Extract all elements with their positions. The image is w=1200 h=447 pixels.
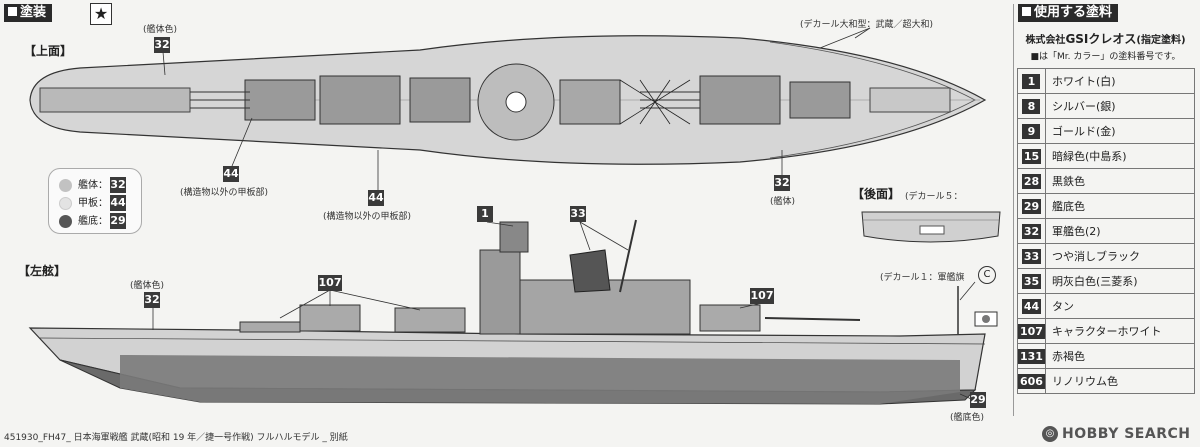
decal-circle-c: C [978,266,996,284]
top-hull-color-tag: 32 [154,37,170,53]
footer-text: 451930_FH47_ 日本海軍戦艦 武蔵(昭和 19 年／捷一号作戦) フル… [4,433,348,443]
paint-code: 131 [1018,348,1045,364]
star-icon: ★ [90,3,112,25]
paint-name: タン [1044,293,1196,319]
legend-row-hull: 艦体：32 [59,176,126,194]
panel-note: ■は「Mr. カラー」の塗料番号です。 [1030,52,1181,62]
top-hull-label-2: (艦体) [770,197,796,207]
top-deck-label-1: (構造物以外の甲板部) [180,188,269,198]
legend-dot [59,178,72,192]
paint-name: リノリウム色 [1044,368,1196,394]
side-bottom-color-label: (艦底色) [950,413,985,423]
legend-dot [59,196,72,210]
section-header: 塗装 [4,4,53,22]
side-view-ship [28,219,998,405]
ship-diagram [28,27,1001,405]
side-tag-107a: 107 [318,275,342,291]
top-deck-label-2: (構造物以外の甲板部) [323,212,412,222]
view-label-left: 【左舷】 [18,264,67,278]
view-label-rear: 【後面】 [852,187,901,201]
top-hull-color-label: (艦体色) [143,25,178,35]
paint-name: 赤褐色 [1044,343,1196,369]
paint-code: 606 [1018,373,1045,389]
paint-code: 33 [1021,248,1042,264]
top-hull-tag-2: 32 [774,175,790,191]
rear-decal-label: (デカール５： [905,192,963,202]
paint-name: 艦底色 [1044,193,1196,219]
side-tag-33: 33 [570,206,586,222]
hobby-search-logo-icon: ◎ [1042,426,1058,442]
watermark: HOBBY SEARCH [1062,426,1191,442]
paint-code: 32 [1021,223,1042,239]
view-label-top: 【上面】 [24,44,73,58]
paint-name: キャラクターホワイト [1044,318,1196,344]
paint-code: 9 [1022,123,1041,139]
paint-name: 軍艦色(2) [1044,218,1196,244]
legend-row-bottom: 艦底：29 [59,212,126,230]
paint-name: 明灰白色(三菱系) [1044,268,1196,294]
color-legend: 艦体：32 甲板：44 艦底：29 [48,168,142,234]
top-deck-tag-2: 44 [368,190,384,206]
side-tag-29: 29 [970,392,986,408]
side-hull-color-label: (艦体色) [130,281,165,291]
paint-name: 黒鉄色 [1044,168,1196,194]
top-decal-label: (デカール大和型：武蔵／超大和) [800,20,934,30]
paint-code: 15 [1021,148,1042,164]
paint-name: シルバー(銀) [1044,93,1196,119]
maker-line: 株式会社GSIクレオス(指定塗料) [1025,32,1186,46]
paint-code: 1 [1022,73,1041,89]
top-deck-tag-1: 44 [223,166,239,182]
top-view-ship [29,35,987,165]
side-hull-color-tag: 32 [144,292,160,308]
square-icon [8,7,17,16]
side-decal-label: (デカール１：軍艦旗 [880,273,965,283]
legend-row-deck: 甲板：44 [59,194,126,212]
paint-code: 107 [1018,323,1045,339]
paint-name: ゴールド(金) [1044,118,1196,144]
paint-code: 44 [1021,298,1042,314]
rear-view-ship [861,211,1001,243]
legend-dot [59,214,72,228]
paint-code: 35 [1021,273,1042,289]
paint-code: 29 [1021,198,1042,214]
paint-name: ホワイト(白) [1044,68,1196,94]
paint-code: 28 [1021,173,1042,189]
paint-name: 暗緑色(中島系) [1044,143,1196,169]
side-tag-1: 1 [477,206,493,222]
paint-panel: 使用する塗料 株式会社GSIクレオス(指定塗料) ■は「Mr. カラー」の塗料番… [1013,4,1197,416]
side-tag-107b: 107 [750,288,774,304]
panel-header: 使用する塗料 [1018,4,1119,22]
square-icon [1022,7,1031,16]
paint-name: つや消しブラック [1044,243,1196,269]
paint-code: 8 [1022,98,1041,114]
